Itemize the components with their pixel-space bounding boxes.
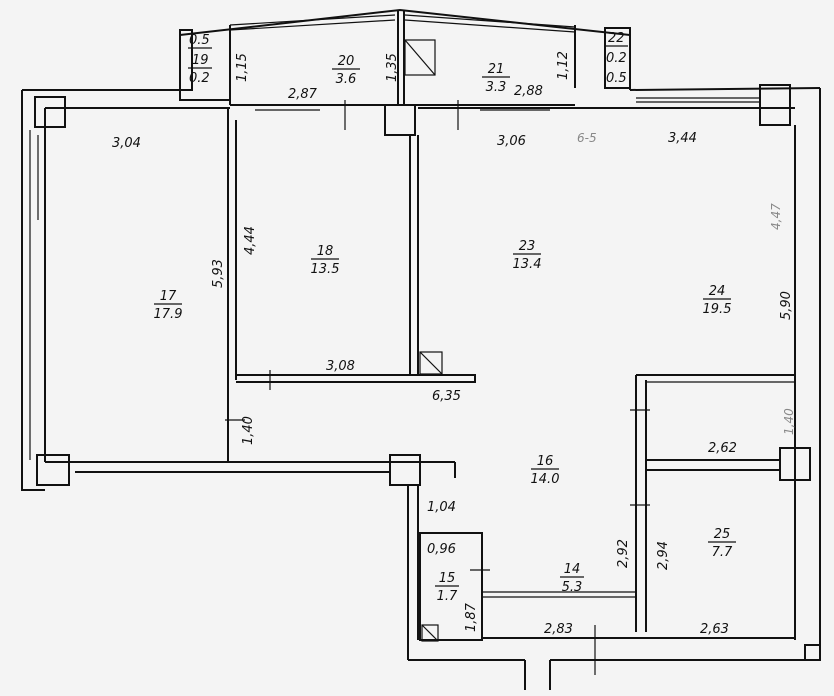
room-area: 1.7: [437, 589, 458, 604]
room-extra: 0.5: [606, 71, 627, 86]
room-number: 18: [317, 244, 334, 259]
dimension-labels: 3,04 5,93 4,44 3,08 6,35 1,40 3,06 3,44 …: [112, 51, 796, 637]
room-area: 3.3: [486, 80, 507, 95]
room-area: 17.9: [154, 307, 183, 322]
dimension: 5,90: [779, 291, 794, 320]
dimension: 2,88: [514, 84, 543, 99]
room-number: 16: [537, 454, 554, 469]
room-number: 14: [564, 562, 581, 577]
room-area: 0.2: [606, 51, 627, 66]
dimension: 3,04: [112, 136, 141, 151]
dimension: 2,62: [708, 441, 737, 456]
room-area: 5.3: [562, 580, 583, 595]
room-16: 16 14.0: [531, 454, 560, 487]
dimension: 3,44: [668, 131, 697, 146]
room-area: 13.5: [311, 262, 340, 277]
dimension: 6,35: [432, 389, 461, 404]
dimension: 1,87: [464, 602, 479, 632]
handwritten-note: 4,47: [769, 203, 783, 230]
dimension: 2,92: [616, 539, 631, 568]
room-area: 19.5: [703, 302, 732, 317]
room-23: 23 13.4: [513, 239, 542, 272]
room-number: 17: [160, 289, 177, 304]
room-17: 17 17.9: [154, 289, 183, 322]
dimension: 1,04: [427, 500, 456, 515]
room-area: 14.0: [531, 472, 560, 487]
room-area: 0.2: [189, 71, 210, 86]
room-number: 19: [192, 53, 209, 68]
room-number: 25: [714, 527, 731, 542]
room-18: 18 13.5: [311, 244, 340, 277]
room-number: 23: [519, 239, 536, 254]
room-14: 145.3: [560, 562, 584, 595]
room-area: 13.4: [513, 257, 542, 272]
dimension: 5,93: [211, 259, 226, 288]
handwritten-note: 6-5: [577, 131, 597, 145]
dimension: 3,08: [326, 359, 355, 374]
dimension: 4,44: [243, 226, 258, 255]
dimension: 2,87: [288, 87, 318, 102]
handwritten-note: 1,40: [782, 408, 796, 435]
walls: [21, 8, 821, 690]
room-number: 20: [338, 54, 355, 69]
dimension: 2,63: [700, 622, 729, 637]
room-15: 151.7: [435, 571, 459, 604]
dimension: 1,40: [241, 416, 256, 445]
room-number: 24: [709, 284, 726, 299]
room-25: 257.7: [708, 527, 736, 560]
dimension: 2,94: [656, 541, 671, 570]
dimension: 3,06: [497, 134, 526, 149]
dimension: 2,83: [544, 622, 573, 637]
dimension: 0,96: [427, 542, 456, 557]
room-19: 0.5 19 0.2: [188, 33, 212, 86]
room-21: 213.3: [482, 62, 510, 95]
room-number: 21: [488, 62, 505, 77]
room-area: 3.6: [336, 72, 357, 87]
room-22: 22 0.2 0.5: [606, 31, 628, 86]
room-extra: 0.5: [189, 33, 210, 48]
dimension: 1,15: [235, 53, 250, 82]
room-24: 24 19.5: [703, 284, 732, 317]
room-number: 15: [439, 571, 456, 586]
dimension: 1,12: [556, 51, 571, 80]
room-number: 22: [608, 31, 625, 46]
room-20: 203.6: [332, 54, 360, 87]
room-area: 7.7: [712, 545, 733, 560]
dimension: 1,35: [385, 53, 400, 82]
